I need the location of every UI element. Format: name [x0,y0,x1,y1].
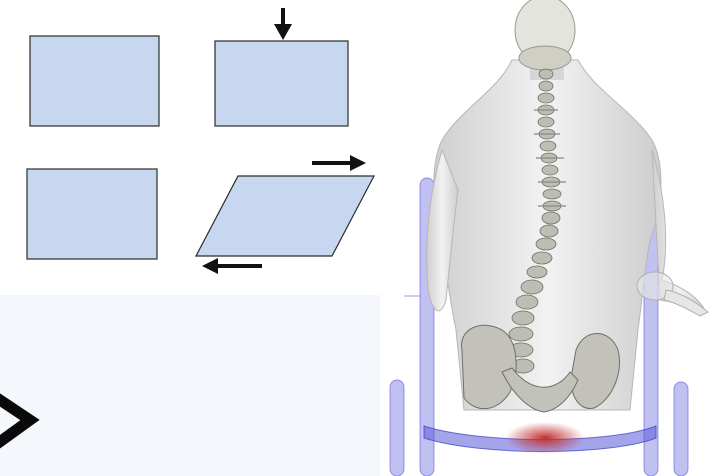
right-arrow-icon [312,155,366,171]
compression-block [215,41,348,126]
shear-block [196,176,374,256]
deformation-diagram [0,0,380,295]
left-arrow-icon [202,258,262,274]
spine-skeleton-illustration [380,0,711,476]
pressure-hotspot [505,422,585,454]
reference-block [27,169,157,259]
seat-cushion [424,422,656,454]
deformation-diagram-panel [0,0,380,295]
chevron-right-icon[interactable] [0,388,40,458]
rest-block [30,36,159,126]
downward-arrow-icon [274,8,292,40]
spine-illustration-panel [380,0,711,476]
skull [515,0,575,70]
